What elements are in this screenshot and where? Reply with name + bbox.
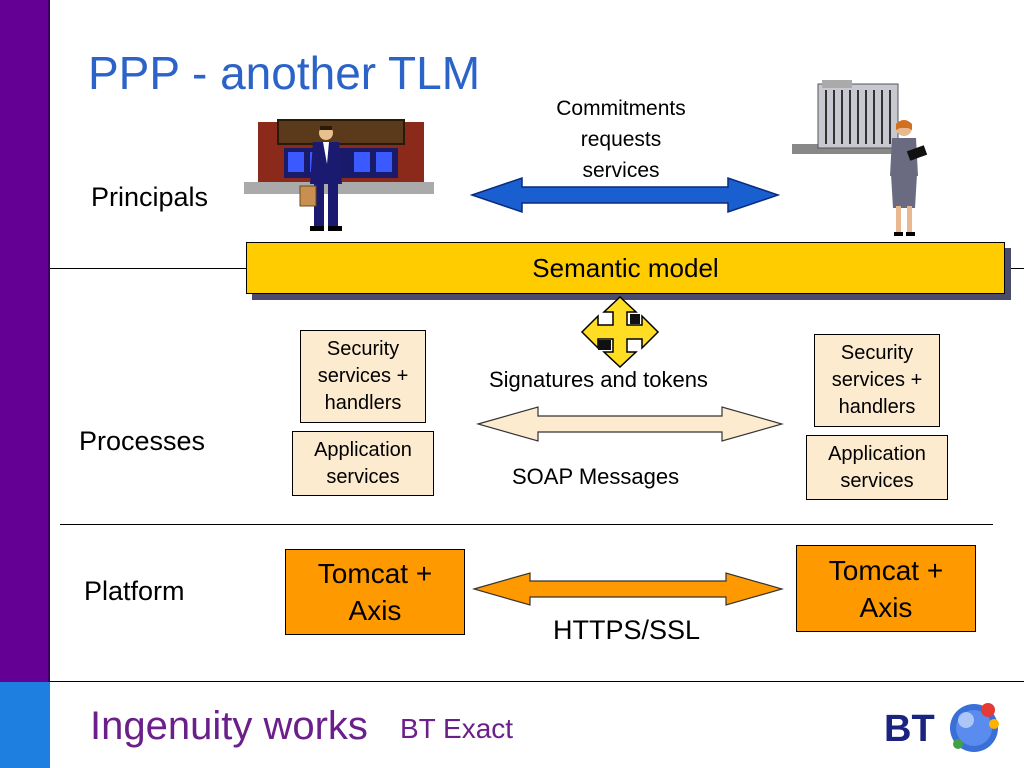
- https-label: HTTPS/SSL: [553, 615, 701, 645]
- soap-double-arrow: [476, 406, 784, 442]
- principals-separator-right: [1005, 268, 1024, 269]
- layer-label-platform: Platform: [84, 576, 185, 606]
- tomcat-axis-right: Tomcat + Axis: [796, 545, 976, 632]
- security-right-line-3: handlers: [838, 396, 916, 418]
- application-services-left: Application services: [292, 431, 434, 496]
- security-left-line-1: Security: [326, 338, 400, 360]
- four-way-arrow-icon: [580, 296, 660, 368]
- tomcat-axis-left: Tomcat + Axis: [285, 549, 465, 635]
- commitments-line-3: services: [582, 159, 660, 182]
- processes-separator: [60, 524, 993, 525]
- security-services-left: Security services + handlers: [300, 330, 426, 423]
- security-right-line-2: services +: [831, 369, 923, 391]
- footer-brand: BT Exact: [400, 713, 514, 744]
- tomcat-left-line-1: Tomcat +: [317, 558, 433, 589]
- commitments-label: Commitments requests services: [530, 93, 712, 186]
- https-double-arrow: [472, 572, 784, 606]
- principals-separator-left: [50, 268, 246, 269]
- businesswoman-icon: [890, 120, 928, 236]
- blue-double-arrow: [470, 176, 780, 214]
- businessman-icon: [299, 126, 342, 231]
- security-left-line-3: handlers: [324, 392, 402, 414]
- commitments-line-1: Commitments: [556, 97, 686, 120]
- sidebar-band-bottom: [0, 682, 50, 768]
- soap-label: SOAP Messages: [512, 464, 680, 489]
- semantic-model-box: Semantic model: [246, 242, 1005, 294]
- layer-label-processes: Processes: [79, 426, 206, 456]
- application-right-line-2: services: [840, 469, 914, 492]
- application-services-right: Application services: [806, 435, 948, 500]
- security-right-line-1: Security: [840, 342, 914, 364]
- slide-title: PPP - another TLM: [88, 47, 481, 99]
- sidebar-band: [0, 0, 50, 682]
- office-building-icon: [792, 80, 910, 154]
- signatures-label: Signatures and tokens: [489, 367, 708, 392]
- bt-logo-text: BT: [884, 708, 935, 750]
- tomcat-left-line-2: Axis: [348, 595, 402, 626]
- application-left-line-2: services: [326, 465, 400, 488]
- footer-divider: [50, 681, 1024, 682]
- commitments-line-2: requests: [580, 128, 662, 151]
- tomcat-right-line-2: Axis: [859, 591, 913, 623]
- layer-label-principals: Principals: [91, 182, 209, 212]
- application-right-line-1: Application: [828, 442, 926, 465]
- bt-globe-logo-icon: [950, 703, 999, 752]
- security-services-right: Security services + handlers: [814, 334, 940, 427]
- security-left-line-2: services +: [317, 365, 409, 387]
- footer-tagline: Ingenuity works: [90, 704, 368, 748]
- application-left-line-1: Application: [314, 438, 412, 461]
- tomcat-right-line-1: Tomcat +: [828, 554, 944, 586]
